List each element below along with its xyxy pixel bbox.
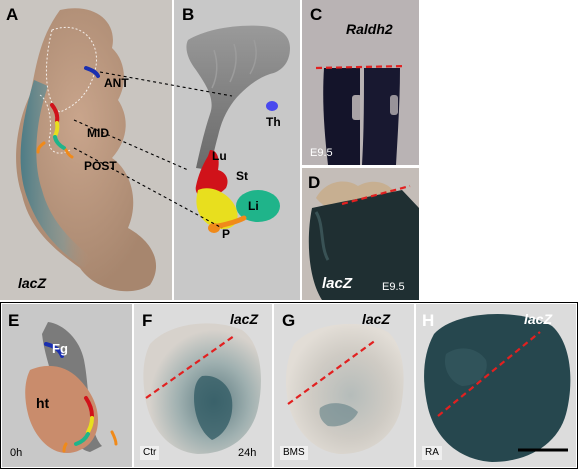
organ-label-stomach: St [236,169,248,183]
panel-letter: A [6,5,19,24]
boundary-dashed-line [437,331,541,417]
panel-letter: H [422,311,435,330]
organ-label-liver: Li [248,199,259,213]
pancreas-marker [62,442,68,453]
pancreas-marker [36,141,46,154]
ant-marker [84,66,100,78]
panel-g: G lacZ BMS [274,304,414,467]
stain-label: lacZ [18,275,47,291]
panel-letter: C [310,5,323,24]
stomach-marker [53,121,60,138]
heart-label: ht [36,395,50,411]
ant-marker [44,342,64,358]
panel-letter: G [282,311,296,330]
panel-e: E Fg ht 0h [2,304,132,467]
stain-label: lacZ [524,311,553,327]
foregut-label: Fg [52,341,68,356]
condition-label: BMS [280,446,308,460]
liver-marker [53,135,66,150]
stain-label: lacZ [322,275,353,292]
liver-shape [236,190,280,222]
panel-d: D lacZ E9.5 [302,168,419,300]
region-label-mid: MID [87,126,109,140]
lung-marker [50,103,60,124]
time-label: 0h [10,447,23,459]
time-label: 24h [238,447,257,459]
stage-label: E9.5 [382,281,405,293]
stain-label: lacZ [362,311,391,327]
stain-label: lacZ [230,311,259,327]
panel-a: A ANT MID POST lacZ [0,0,172,300]
condition-label: Ctr [140,446,160,460]
region-label-ant: ANT [104,76,129,90]
embryo-wholemount-image [16,8,157,292]
liver-marker [74,432,90,446]
gut-schematic [186,25,290,233]
heart-shape [25,365,98,453]
panel-c: C Raldh2 E9.5 [302,0,419,165]
explant-ra-image [424,314,571,462]
organ-label-pancreas: P [222,227,231,241]
explant-schematic [25,322,118,453]
explant-bms-image [286,323,404,454]
thyroid-shape [266,101,278,111]
gene-label: Raldh2 [346,21,393,37]
panel-letter: E [8,311,20,330]
panel-f: F lacZ Ctr 24h [134,304,272,467]
boundary-dashed-line [315,64,407,70]
stage-label: E9.5 [310,147,333,159]
organ-label-lung: Lu [212,149,227,163]
panel-letter: F [142,311,153,330]
condition-label: RA [422,446,442,460]
panel-h: H lacZ RA [416,304,576,467]
lung-marker [84,396,94,418]
region-label-post: POST [84,159,117,173]
panel-letter: D [308,173,321,192]
explant-ctr-image [143,323,261,454]
boundary-dashed-line [287,339,377,405]
lacz-e9-5-image [308,181,419,300]
boundary-dashed-line [145,335,235,399]
panel-letter: B [182,5,195,24]
raldh2-insitu-image [315,64,407,165]
stomach-marker [86,416,94,434]
panel-b: B Th Lu St Li P [174,0,300,300]
boundary-dashed-line [341,184,411,206]
organ-label-thyroid: Th [266,115,281,129]
